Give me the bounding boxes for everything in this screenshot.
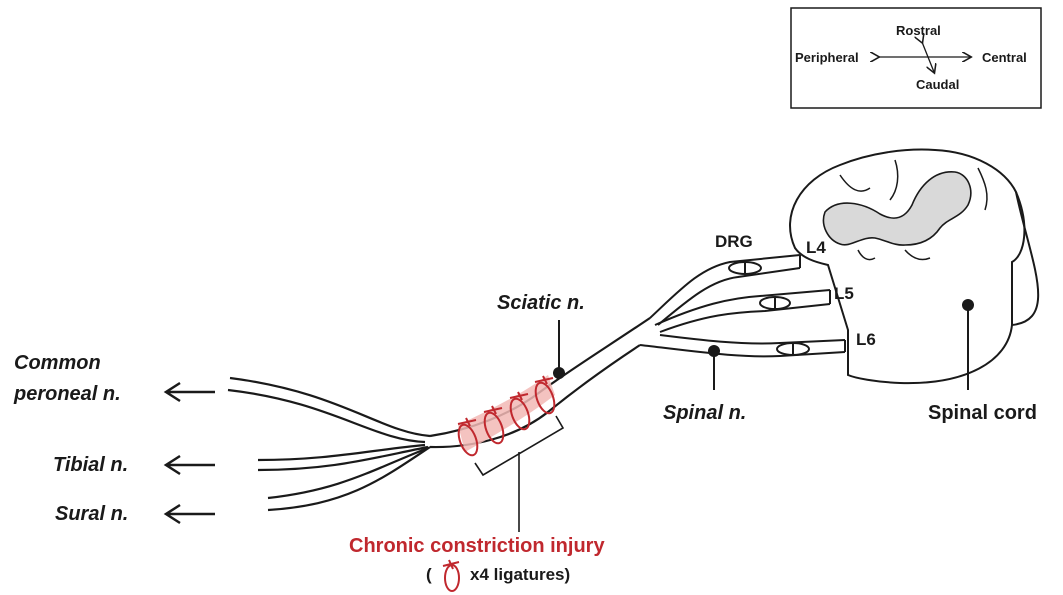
label-ligature-open: ( bbox=[426, 565, 432, 585]
spinal-roots bbox=[640, 255, 845, 356]
ligature-icon bbox=[443, 560, 459, 591]
label-drg: DRG bbox=[715, 232, 753, 252]
sciatic-nerve bbox=[228, 318, 650, 510]
label-l6: L6 bbox=[856, 330, 876, 350]
label-chronic-constriction-injury: Chronic constriction injury bbox=[349, 535, 605, 558]
sural-arrow bbox=[166, 505, 215, 523]
common-peroneal-arrow bbox=[166, 383, 215, 401]
label-tibial: Tibial n. bbox=[53, 454, 128, 477]
compass-central: Central bbox=[982, 50, 1027, 65]
label-common-peroneal-line1: Common bbox=[14, 352, 101, 375]
label-spinal-cord: Spinal cord bbox=[928, 402, 1037, 425]
label-sciatic: Sciatic n. bbox=[497, 292, 585, 315]
label-common-peroneal-line2: peroneal n. bbox=[14, 383, 121, 406]
compass-rostral: Rostral bbox=[896, 23, 941, 38]
label-spinal-nerve: Spinal n. bbox=[663, 402, 746, 425]
compass-peripheral: Peripheral bbox=[795, 50, 859, 65]
tibial-arrow bbox=[166, 456, 215, 474]
label-sural: Sural n. bbox=[55, 503, 128, 526]
label-ligature-count: x4 ligatures) bbox=[470, 565, 570, 585]
constriction-injury bbox=[455, 375, 563, 532]
compass-caudal: Caudal bbox=[916, 77, 959, 92]
label-l5: L5 bbox=[834, 284, 854, 304]
branch-arrows bbox=[166, 383, 215, 523]
label-l4: L4 bbox=[806, 238, 826, 258]
